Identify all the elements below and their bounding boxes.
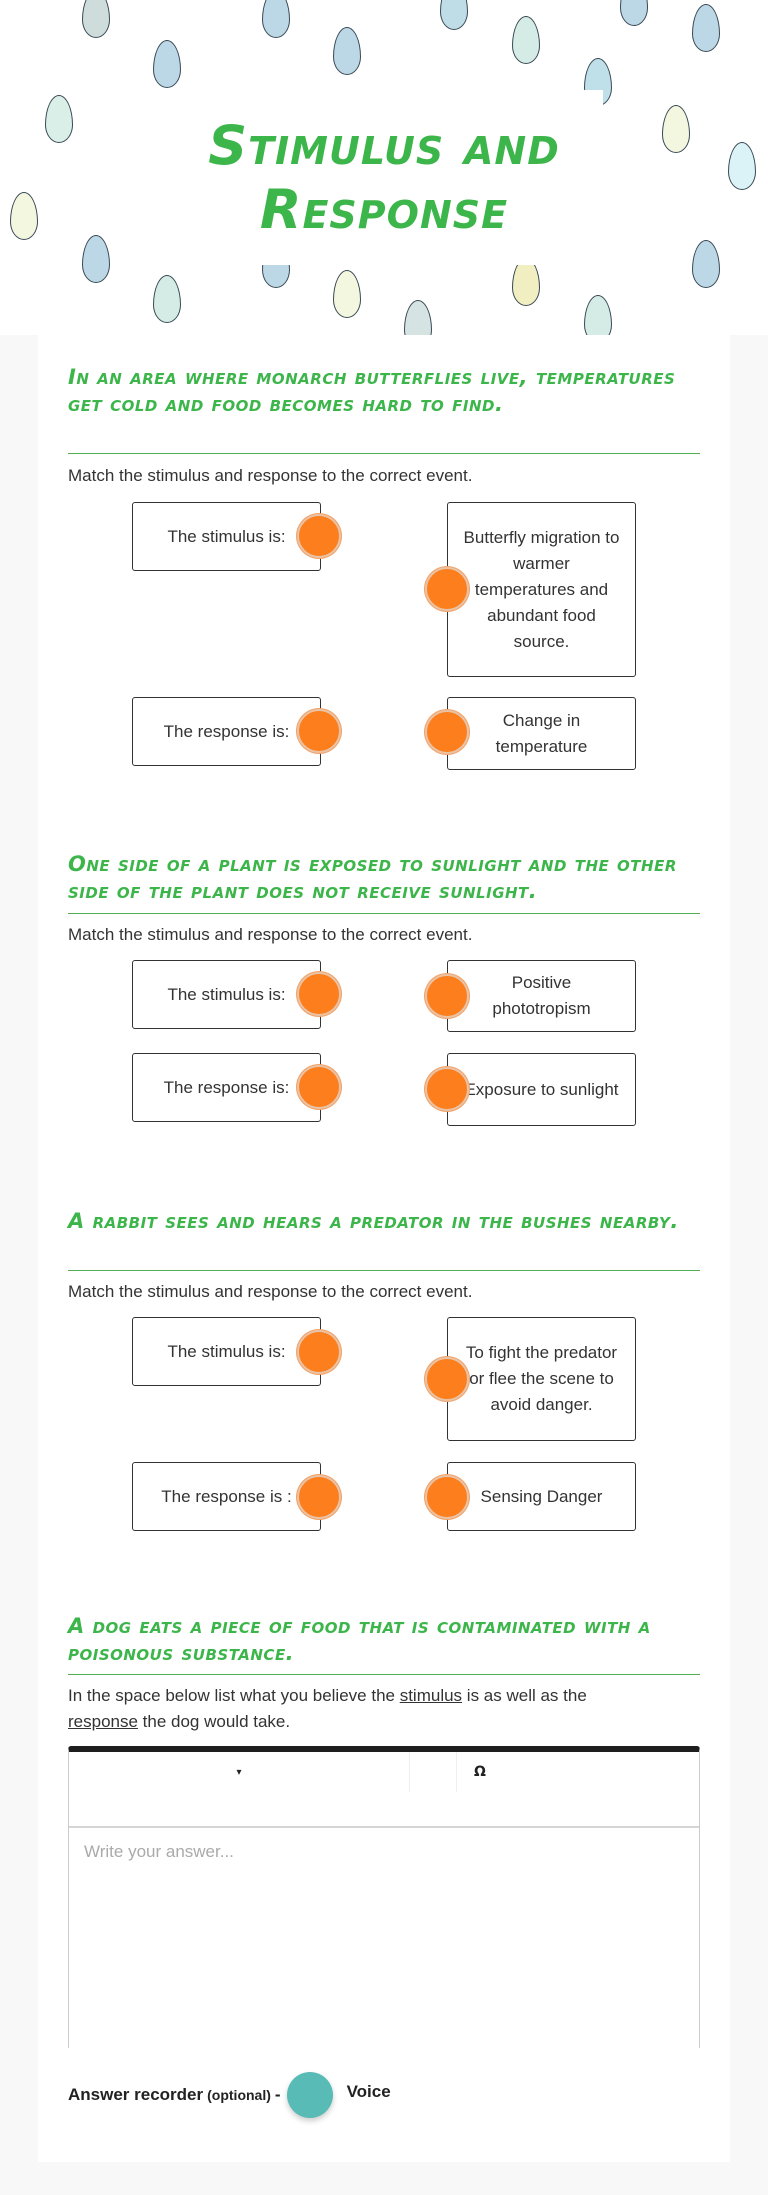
- raindrop-decoration: [153, 40, 181, 88]
- match-right-label: Sensing Danger: [480, 1486, 603, 1506]
- connector-dot[interactable]: [425, 1357, 469, 1401]
- connector-dot[interactable]: [297, 972, 341, 1016]
- omega-icon: Ω: [474, 1764, 486, 1780]
- raindrop-decoration: [262, 0, 290, 38]
- raindrop-decoration: [153, 275, 181, 323]
- raindrop-decoration: [728, 142, 756, 190]
- answer-recorder: Answer recorder (optional) - Voice: [68, 2070, 391, 2120]
- format-dropdown[interactable]: ▾: [69, 1752, 409, 1792]
- match-left-label: The stimulus is:: [167, 1341, 286, 1361]
- recorder-dash: -: [274, 2085, 281, 2104]
- match-right-label: Positive phototropism: [492, 973, 591, 1018]
- match-right-option: To fight the predator or flee the scene …: [447, 1317, 636, 1441]
- match-left-stimulus: The stimulus is:: [132, 1317, 321, 1386]
- instruction-underlined-response: response: [68, 1712, 138, 1731]
- question-4-divider: [68, 1674, 700, 1675]
- rich-text-editor: ▾ Ω: [68, 1746, 700, 2048]
- raindrop-decoration: [584, 295, 612, 335]
- connector-dot[interactable]: [297, 1065, 341, 1109]
- connector-dot[interactable]: [425, 974, 469, 1018]
- raindrop-decoration: [512, 16, 540, 64]
- raindrop-decoration: [45, 95, 73, 143]
- question-3-heading: A rabbit sees and hears a predator in th…: [68, 1209, 679, 1233]
- question-2-divider: [68, 913, 700, 914]
- instruction-text: is as well as the: [462, 1686, 587, 1705]
- match-right-option: Change in temperature: [447, 697, 636, 770]
- raindrop-decoration: [333, 270, 361, 318]
- editor-toolbar: ▾ Ω: [69, 1752, 699, 1828]
- worksheet-card: In an area where monarch butterflies liv…: [38, 335, 730, 2162]
- connector-dot[interactable]: [425, 710, 469, 754]
- raindrop-decoration: [620, 0, 648, 26]
- special-character-button[interactable]: Ω: [457, 1752, 503, 1792]
- connector-dot[interactable]: [297, 709, 341, 753]
- page-title-line-1: Stimulus and: [208, 113, 560, 177]
- title-box: Stimulus and Response: [165, 90, 603, 265]
- raindrop-decoration: [82, 235, 110, 283]
- match-right-label: Exposure to sunlight: [464, 1079, 619, 1099]
- question-4-heading: A dog eats a piece of food that is conta…: [68, 1614, 651, 1665]
- connector-dot[interactable]: [297, 1330, 341, 1374]
- match-left-response: The response is :: [132, 1462, 321, 1531]
- match-left-label: The stimulus is:: [167, 526, 286, 546]
- toolbar-separator: [456, 1752, 457, 1792]
- match-left-response: The response is:: [132, 1053, 321, 1122]
- match-right-label: Butterfly migration to warmer temperatur…: [463, 527, 620, 651]
- match-right-label: To fight the predator or flee the scene …: [465, 1343, 618, 1414]
- question-1-heading: In an area where monarch butterflies liv…: [68, 365, 676, 416]
- connector-dot[interactable]: [425, 1067, 469, 1111]
- raindrop-decoration: [662, 105, 690, 153]
- match-right-option: Butterfly migration to warmer temperatur…: [447, 502, 636, 677]
- connector-dot[interactable]: [297, 514, 341, 558]
- chevron-down-icon: ▾: [236, 1766, 242, 1778]
- instruction-underlined-stimulus: stimulus: [399, 1686, 463, 1705]
- instruction-text: the dog would take.: [137, 1712, 291, 1731]
- question-2-instruction: Match the stimulus and response to the c…: [68, 925, 473, 944]
- match-left-label: The response is:: [163, 721, 290, 741]
- page-title: Stimulus and Response: [208, 114, 560, 242]
- toolbar-separator: [409, 1752, 410, 1792]
- raindrop-decoration: [512, 258, 540, 306]
- connector-dot[interactable]: [425, 567, 469, 611]
- question-1-divider: [68, 453, 700, 454]
- question-2-heading: One side of a plant is exposed to sunlig…: [68, 852, 677, 903]
- raindrop-decoration: [692, 4, 720, 52]
- raindrop-decoration: [440, 0, 468, 30]
- connector-dot[interactable]: [425, 1475, 469, 1519]
- connector-dot[interactable]: [297, 1475, 341, 1519]
- answer-textarea[interactable]: [69, 1828, 699, 2048]
- match-right-option: Exposure to sunlight: [447, 1053, 636, 1126]
- page-title-line-2: Response: [259, 177, 509, 241]
- recorder-label: Answer recorder: [68, 2085, 204, 2104]
- question-3-divider: [68, 1270, 700, 1271]
- recorder-optional-label: (optional): [207, 2087, 271, 2103]
- record-voice-button[interactable]: [286, 2072, 333, 2118]
- voice-label: Voice: [346, 2082, 391, 2101]
- match-left-response: The response is:: [132, 697, 321, 766]
- question-4-instruction: In the space below list what you believe…: [68, 1683, 700, 1735]
- header-banner: Stimulus and Response: [0, 0, 768, 335]
- raindrop-decoration: [404, 300, 432, 335]
- match-right-label: Change in temperature: [495, 710, 588, 756]
- match-left-stimulus: The stimulus is:: [132, 502, 321, 571]
- question-3-instruction: Match the stimulus and response to the c…: [68, 1282, 473, 1301]
- match-right-option: Positive phototropism: [447, 960, 636, 1032]
- match-left-label: The stimulus is:: [167, 984, 286, 1004]
- raindrop-decoration: [82, 0, 110, 38]
- match-left-label: The response is :: [161, 1486, 292, 1506]
- match-left-label: The response is:: [163, 1077, 290, 1097]
- raindrop-decoration: [10, 192, 38, 240]
- raindrop-decoration: [692, 240, 720, 288]
- raindrop-decoration: [333, 27, 361, 75]
- question-1-instruction: Match the stimulus and response to the c…: [68, 466, 473, 485]
- match-left-stimulus: The stimulus is:: [132, 960, 321, 1029]
- match-right-option: Sensing Danger: [447, 1462, 636, 1531]
- instruction-text: In the space below list what you believe…: [68, 1686, 400, 1705]
- toolbar-button[interactable]: [410, 1752, 456, 1792]
